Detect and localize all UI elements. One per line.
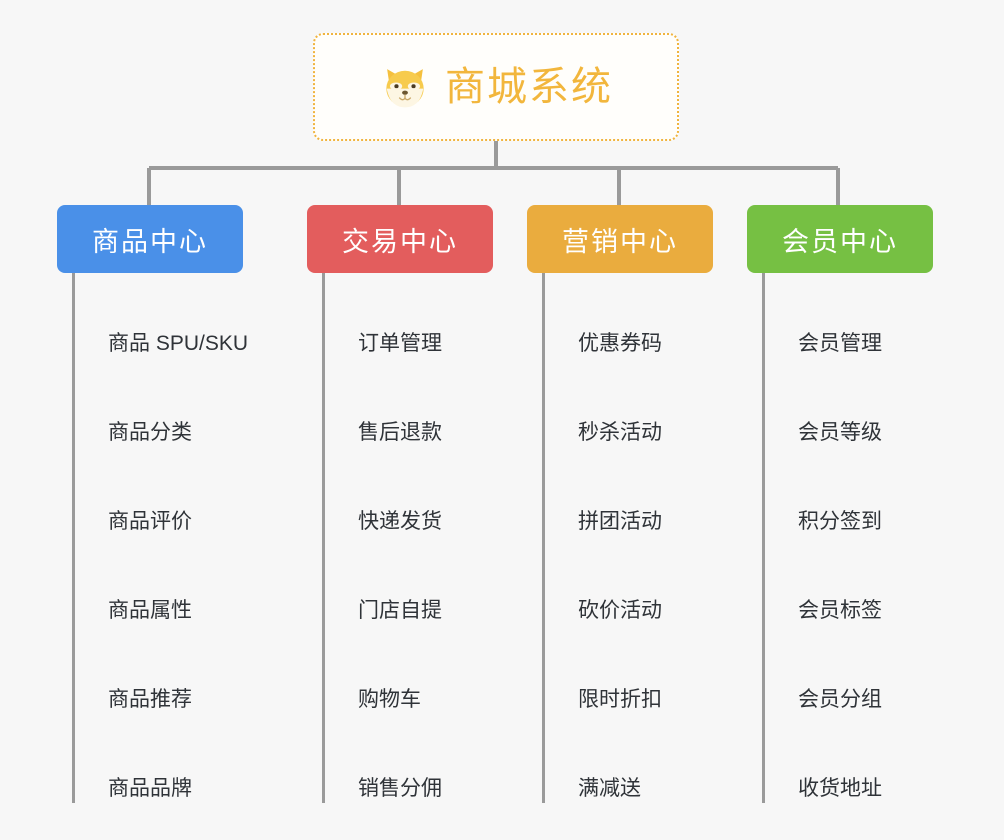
leaf-item[interactable]: 快递发货	[322, 451, 535, 540]
leaf-item[interactable]: 满减送	[542, 718, 755, 807]
branch-head-label: 交易中心	[342, 226, 458, 257]
leaf-item-label: 会员标签	[798, 598, 882, 622]
leaf-item-label: 购物车	[358, 687, 421, 711]
leaf-item-label: 收货地址	[798, 776, 882, 800]
shiba-dog-face-icon	[386, 69, 424, 108]
leaf-item-label: 门店自提	[358, 598, 442, 622]
leaf-item[interactable]: 优惠券码	[542, 273, 755, 362]
branch-head-button[interactable]: 会员中心	[747, 205, 933, 273]
root-node[interactable]: 商城系统	[313, 33, 679, 141]
leaf-item-label: 商品属性	[108, 598, 192, 622]
leaf-item-label: 售后退款	[358, 420, 442, 444]
leaf-item-label: 快递发货	[358, 509, 442, 533]
leaf-item[interactable]: 拼团活动	[542, 451, 755, 540]
leaf-item[interactable]: 销售分佣	[322, 718, 535, 807]
leaf-item-label: 商品推荐	[108, 687, 192, 711]
leaf-item-label: 会员管理	[798, 331, 882, 355]
leaf-item[interactable]: 限时折扣	[542, 629, 755, 718]
leaf-item[interactable]: 收货地址	[762, 718, 975, 807]
branch-column: 交易中心订单管理售后退款快递发货门店自提购物车销售分佣	[307, 205, 535, 807]
leaf-item[interactable]: 商品分类	[72, 362, 297, 451]
leaf-item-label: 砍价活动	[578, 598, 662, 622]
branch-leaf-list: 会员管理会员等级积分签到会员标签会员分组收货地址	[762, 273, 975, 807]
branch-head-button[interactable]: 商品中心	[57, 205, 243, 273]
branch-leaf-list: 优惠券码秒杀活动拼团活动砍价活动限时折扣满减送	[542, 273, 755, 807]
leaf-item[interactable]: 订单管理	[322, 273, 535, 362]
branch-column: 会员中心会员管理会员等级积分签到会员标签会员分组收货地址	[747, 205, 975, 807]
leaf-item[interactable]: 商品品牌	[72, 718, 297, 807]
leaf-item-label: 销售分佣	[358, 776, 442, 800]
branch-head-label: 营销中心	[562, 226, 678, 257]
leaf-item-label: 拼团活动	[578, 509, 662, 533]
leaf-item[interactable]: 会员管理	[762, 273, 975, 362]
root-title: 商城系统	[445, 65, 613, 109]
leaf-item-label: 商品分类	[108, 420, 192, 444]
leaf-item[interactable]: 售后退款	[322, 362, 535, 451]
leaf-item[interactable]: 会员分组	[762, 629, 975, 718]
leaf-item-label: 商品 SPU/SKU	[108, 331, 249, 355]
leaf-item[interactable]: 门店自提	[322, 540, 535, 629]
leaf-item-label: 秒杀活动	[578, 420, 662, 444]
leaf-item[interactable]: 秒杀活动	[542, 362, 755, 451]
branch-leaf-list: 商品 SPU/SKU 商品分类商品评价商品属性商品推荐商品品牌	[72, 273, 297, 807]
leaf-item[interactable]: 商品 SPU/SKU	[72, 273, 297, 362]
leaf-item-label: 优惠券码	[578, 331, 662, 355]
leaf-item[interactable]: 积分签到	[762, 451, 975, 540]
branch-leaf-list: 订单管理售后退款快递发货门店自提购物车销售分佣	[322, 273, 535, 807]
leaf-item[interactable]: 商品评价	[72, 451, 297, 540]
leaf-item-label: 满减送	[578, 776, 641, 800]
leaf-item[interactable]: 砍价活动	[542, 540, 755, 629]
branch-head-label: 会员中心	[782, 226, 898, 257]
leaf-item[interactable]: 会员标签	[762, 540, 975, 629]
branch-head-label: 商品中心	[92, 226, 208, 257]
branch-head-button[interactable]: 营销中心	[527, 205, 713, 273]
leaf-item-label: 积分签到	[798, 509, 882, 533]
leaf-item-label: 会员分组	[798, 687, 882, 711]
leaf-item[interactable]: 商品推荐	[72, 629, 297, 718]
branch-column: 营销中心优惠券码秒杀活动拼团活动砍价活动限时折扣满减送	[527, 205, 755, 807]
leaf-item-label: 会员等级	[798, 420, 882, 444]
leaf-item-label: 商品品牌	[108, 776, 192, 800]
leaf-item[interactable]: 购物车	[322, 629, 535, 718]
branch-column: 商品中心商品 SPU/SKU 商品分类商品评价商品属性商品推荐商品品牌	[57, 205, 297, 807]
leaf-item-label: 订单管理	[358, 331, 442, 355]
branch-head-button[interactable]: 交易中心	[307, 205, 493, 273]
leaf-item-label: 商品评价	[108, 509, 192, 533]
leaf-item-label: 限时折扣	[578, 687, 662, 711]
leaf-item[interactable]: 商品属性	[72, 540, 297, 629]
leaf-item[interactable]: 会员等级	[762, 362, 975, 451]
